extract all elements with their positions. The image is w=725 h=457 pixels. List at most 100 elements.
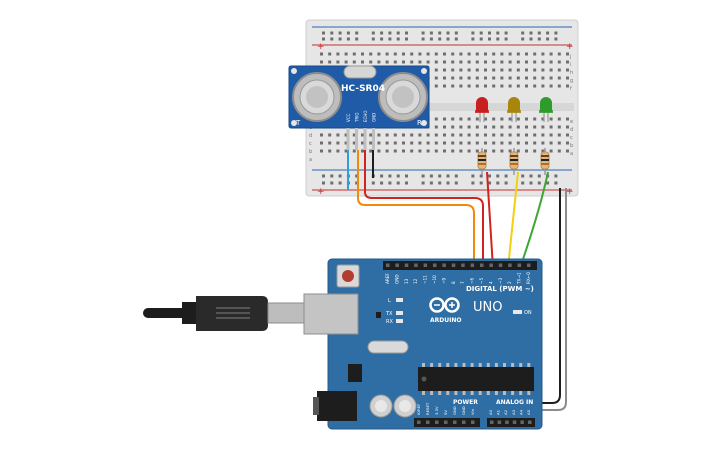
breadboard-hole <box>557 60 561 64</box>
voltage-regulator <box>348 364 362 382</box>
rail-hole <box>380 37 384 41</box>
rail-hole <box>471 37 475 41</box>
breadboard-hole <box>361 133 364 137</box>
breadboard-hole <box>475 76 479 80</box>
breadboard-hole <box>557 149 561 153</box>
header-pin <box>404 263 409 267</box>
analog-pin-label: A5 <box>526 409 531 415</box>
breadboard-hole <box>344 60 348 64</box>
breadboard-hole <box>492 84 496 88</box>
breadboard-hole <box>402 141 405 145</box>
rail-hole <box>504 37 508 41</box>
breadboard-hole <box>328 52 332 56</box>
rail-hole <box>438 181 442 185</box>
breadboard-hole <box>541 133 545 137</box>
breadboard-hole <box>475 60 479 64</box>
breadboard-hole <box>492 68 496 72</box>
power-pin-label: 5V <box>443 410 448 415</box>
breadboard-hole <box>492 117 496 121</box>
breadboard-hole <box>484 52 487 56</box>
chip-leg <box>462 363 466 367</box>
breadboard-hole <box>467 52 471 56</box>
breadboard-hole <box>385 141 389 145</box>
rail-hole <box>388 31 392 35</box>
chip-leg <box>470 391 474 395</box>
breadboard-hole <box>557 133 561 137</box>
rail-hole <box>405 181 408 185</box>
rail-hole <box>546 37 550 41</box>
digital-pin-label: ~6 <box>470 277 475 284</box>
resistor-2 <box>509 148 519 175</box>
breadboard-hole <box>385 60 389 64</box>
breadboard-hole <box>508 125 512 129</box>
header-pin <box>414 263 418 267</box>
sensor-pin-label: VCC <box>346 113 351 122</box>
breadboard-hole <box>492 76 496 80</box>
led-3 <box>539 97 553 122</box>
rail-hole <box>446 181 450 185</box>
breadboard-hole <box>508 84 512 88</box>
breadboard-hole <box>516 52 520 56</box>
capacitor-left <box>369 394 393 418</box>
power-pin-label: GND <box>452 406 457 415</box>
usb-cable <box>143 296 305 331</box>
power-pin-label: IOREF <box>416 404 421 415</box>
chip-leg <box>486 363 490 367</box>
breadboard-hole <box>467 117 471 121</box>
reset-button[interactable] <box>336 264 360 288</box>
digital-pin-label: ~9 <box>441 277 446 284</box>
breadboard-hole <box>451 68 455 72</box>
breadboard-hole <box>443 125 446 129</box>
breadboard-hole <box>566 60 569 64</box>
breadboard-hole <box>525 117 528 121</box>
breadboard-hole <box>492 133 496 137</box>
rail-hole <box>537 37 541 41</box>
rail-hole <box>421 174 425 178</box>
rail-hole <box>471 31 475 35</box>
header-pin <box>471 420 475 424</box>
rail-hole <box>446 174 450 178</box>
breadboard-hole <box>402 52 405 56</box>
breadboard-hole <box>418 133 422 137</box>
breadboard-hole <box>541 141 545 145</box>
breadboard-hole <box>475 141 479 145</box>
led-on-label: ON <box>524 310 532 316</box>
rail-hole <box>537 181 541 185</box>
rail-hole <box>380 181 384 185</box>
breadboard-hole <box>361 141 364 145</box>
breadboard-hole <box>451 125 455 129</box>
breadboard-hole <box>451 60 455 64</box>
breadboard-hole <box>533 76 537 80</box>
chip-leg <box>430 363 434 367</box>
breadboard-hole <box>459 133 463 137</box>
rail-hole <box>479 174 483 178</box>
breadboard-hole <box>352 149 356 153</box>
breadboard-hole <box>525 133 528 137</box>
breadboard-hole <box>516 84 520 88</box>
sensor-pin <box>346 128 350 150</box>
breadboard-hole <box>475 68 479 72</box>
breadboard-hole <box>525 84 528 88</box>
breadboard-hole <box>369 133 373 137</box>
breadboard-hole <box>566 125 569 129</box>
rail-hole <box>322 174 325 178</box>
header-pin <box>451 263 456 267</box>
breadboard-hole <box>434 84 438 88</box>
rail-hole <box>479 37 483 41</box>
led-2 <box>507 97 521 122</box>
breadboard-hole <box>541 52 545 56</box>
rail-plus-label: + <box>317 42 325 52</box>
led-l-label: L <box>388 298 391 304</box>
rail-hole <box>421 31 425 35</box>
breadboard-hole <box>467 60 471 64</box>
breadboard-hole <box>566 117 569 121</box>
rail-hole <box>537 174 541 178</box>
breadboard-hole <box>508 117 512 121</box>
breadboard-hole <box>557 84 561 88</box>
breadboard-hole <box>566 149 569 153</box>
breadboard-hole <box>426 60 430 64</box>
rail-hole <box>454 181 458 185</box>
breadboard-hole <box>344 141 348 145</box>
row-label-left: a <box>309 157 312 163</box>
